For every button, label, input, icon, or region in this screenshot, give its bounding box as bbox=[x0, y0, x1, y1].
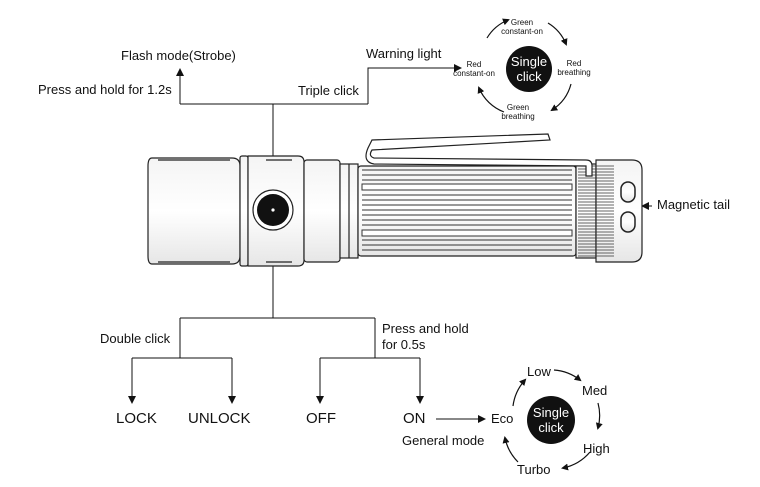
general-badge-line2: click bbox=[538, 420, 564, 435]
level-eco: Eco bbox=[491, 411, 514, 426]
triple-click-label: Triple click bbox=[298, 83, 359, 98]
state-red-constant-on-line2: constant-on bbox=[453, 69, 495, 78]
flash-mode-label: Flash mode(Strobe) bbox=[121, 48, 236, 63]
warning-light-label: Warning light bbox=[366, 46, 442, 61]
general-mode-label: General mode bbox=[402, 433, 485, 448]
lock-label: LOCK bbox=[116, 410, 157, 427]
off-label: OFF bbox=[306, 410, 336, 427]
double-click-label: Double click bbox=[100, 331, 171, 346]
state-green-breathing: Green breathing bbox=[496, 103, 540, 121]
level-high: High bbox=[583, 441, 610, 456]
bottom-connectors bbox=[128, 262, 486, 423]
state-green-constant-on-line1: Green bbox=[510, 18, 534, 27]
press-hold-short-line1: Press and hold bbox=[382, 321, 469, 336]
warning-single-click-badge: Single click bbox=[506, 46, 552, 92]
warning-badge-line2: click bbox=[516, 69, 542, 84]
state-red-breathing-line2: breathing bbox=[557, 68, 591, 77]
pocket-clip bbox=[365, 133, 593, 177]
state-red-breathing: Red breathing bbox=[552, 59, 596, 77]
general-badge-line1: Single bbox=[532, 405, 570, 420]
level-low: Low bbox=[527, 364, 551, 379]
press-hold-long-label: Press and hold for 1.2s bbox=[38, 82, 172, 97]
level-turbo: Turbo bbox=[517, 462, 551, 477]
magnetic-tail-label: Magnetic tail bbox=[657, 197, 730, 212]
general-cycle-arrows bbox=[502, 369, 603, 471]
body-knurling bbox=[361, 169, 573, 251]
state-red-breathing-line1: Red bbox=[566, 59, 582, 68]
warning-cycle-arrows bbox=[477, 18, 572, 113]
power-button bbox=[252, 189, 294, 231]
state-green-breathing-line2: breathing bbox=[501, 112, 535, 121]
unlock-label: UNLOCK bbox=[188, 410, 251, 427]
state-red-constant-on-line1: Red bbox=[466, 60, 482, 69]
press-hold-short-line2: for 0.5s bbox=[382, 337, 426, 352]
state-green-constant-on-line2: constant-on bbox=[501, 27, 543, 36]
on-label: ON bbox=[403, 410, 426, 427]
warning-badge-line1: Single bbox=[510, 54, 548, 69]
level-med: Med bbox=[582, 383, 608, 398]
state-red-constant-on: Red constant-on bbox=[448, 60, 500, 78]
general-single-click-badge: Single click bbox=[527, 396, 575, 444]
state-green-constant-on: Green constant-on bbox=[500, 18, 544, 36]
state-green-breathing-line1: Green bbox=[506, 103, 530, 112]
tail-knurling bbox=[578, 165, 614, 257]
top-connectors bbox=[176, 64, 462, 158]
